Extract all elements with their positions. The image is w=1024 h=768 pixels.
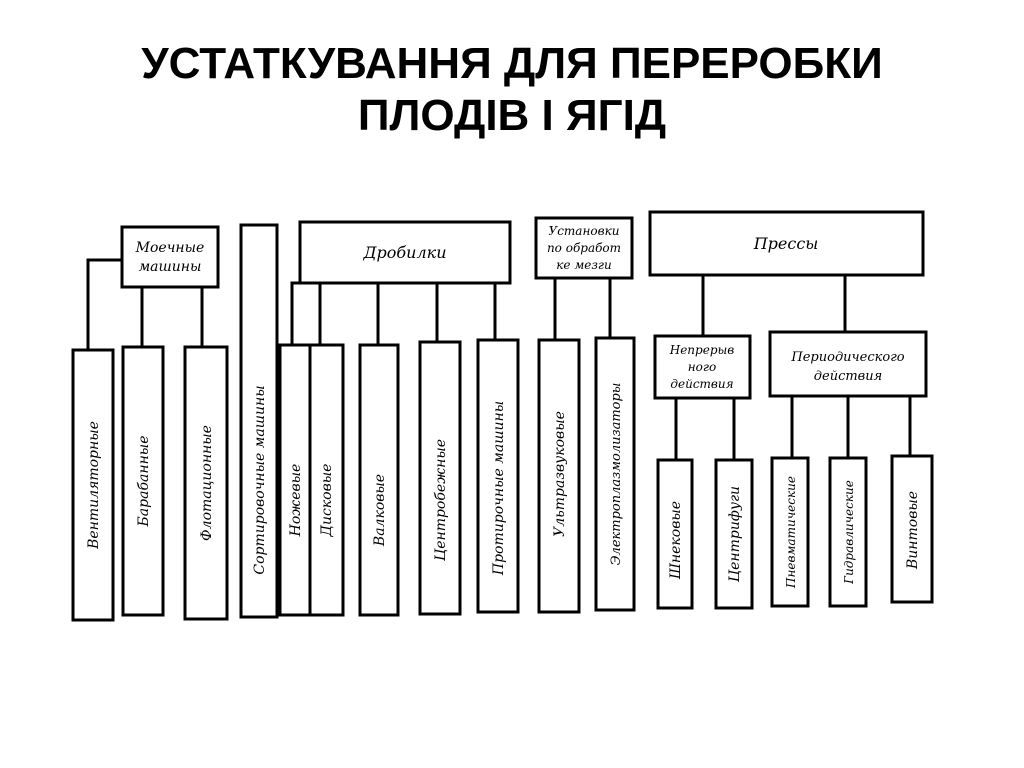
box-disc (308, 343, 345, 617)
label-disc: Дисковые (319, 464, 335, 538)
label-pulp-1: Установки (549, 224, 620, 238)
label-wiping: Протирочные машины (491, 401, 507, 576)
connector-knife (290, 281, 300, 345)
box-fan (71, 348, 115, 622)
box-screw (890, 454, 934, 604)
label-knife: Ножевые (288, 464, 304, 538)
connector-fan (86, 258, 122, 350)
label-centrifugal: Центробежные (433, 439, 449, 561)
label-washing-1: Моечные (135, 240, 205, 256)
label-fan: Вентиляторные (86, 421, 102, 550)
box-pulp-processing (534, 216, 634, 280)
label-pneumatic: Пневматические (784, 476, 798, 589)
leaf-boxes (71, 223, 934, 622)
connectors (86, 258, 912, 460)
label-hydraulic: Гидравлические (842, 480, 856, 585)
label-presses: Прессы (753, 234, 819, 253)
title-line-1: УСТАТКУВАННЯ ДЛЯ ПЕРЕРОБКИ (141, 39, 883, 88)
label-electroplasma: Электроплазмолизаторы (609, 383, 624, 566)
label-sorting: Сортировочные машины (252, 385, 268, 574)
box-roller (358, 343, 400, 617)
label-periodic-1: Периодического (790, 350, 904, 365)
label-continuous-1: Непрерыв (669, 343, 735, 357)
box-periodic-action (768, 330, 928, 398)
box-continuous-action (653, 334, 752, 400)
label-drum: Барабанные (136, 436, 152, 528)
box-centrifuges (714, 458, 754, 610)
group-boxes (120, 210, 928, 400)
box-flotation (183, 345, 229, 621)
label-continuous-3: действия (670, 377, 733, 391)
box-presses (648, 210, 925, 277)
label-washing-2: машины (139, 259, 202, 275)
box-hydraulic (828, 456, 868, 608)
box-centrifugal (418, 340, 462, 616)
label-ultrasonic: Ультразвуковые (552, 411, 568, 537)
label-centrifuges: Центрифуги (727, 486, 743, 582)
box-wiping (476, 338, 520, 614)
label-pulp-3: ке мезги (556, 258, 611, 272)
box-washing-machines (120, 225, 220, 289)
label-screw: Винтовые (905, 491, 921, 570)
box-sorting (239, 223, 279, 619)
box-drum (121, 345, 165, 617)
page-title: УСТАТКУВАННЯ ДЛЯ ПЕРЕРОБКИ ПЛОДІВ І ЯГІД (0, 38, 1024, 142)
label-screw-aug: Шнековые (668, 501, 684, 580)
title-line-2: ПЛОДІВ І ЯГІД (357, 91, 667, 140)
box-pneumatic (770, 456, 810, 608)
label-periodic-2: действия (814, 369, 882, 384)
box-crushers (298, 220, 512, 285)
box-knife (278, 343, 312, 617)
label-crushers: Дробилки (363, 243, 447, 262)
box-screw-aug (656, 458, 694, 610)
label-roller: Валковые (372, 474, 388, 547)
label-continuous-2: ного (688, 360, 716, 374)
box-electroplasma (594, 336, 636, 612)
box-ultrasonic (537, 338, 581, 614)
label-pulp-2: по обработ (547, 241, 621, 255)
label-flotation: Флотационные (199, 425, 215, 541)
